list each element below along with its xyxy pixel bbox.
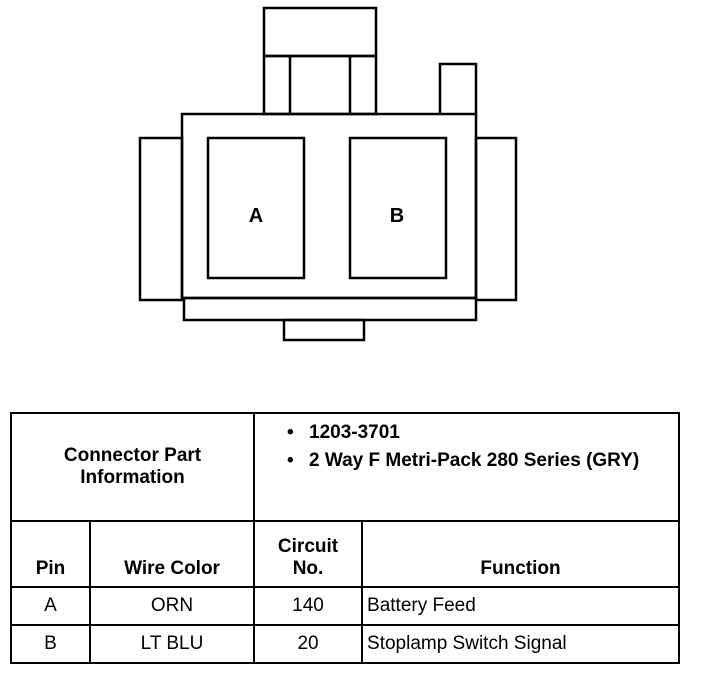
table-row: B LT BLU 20 Stoplamp Switch Signal [10,624,681,664]
row-a-wire-color: ORN [88,586,256,626]
connector-ear-right [474,136,518,302]
header-circuit-no-text: Circuit No. [277,536,339,579]
part-number: 1203-3701 [287,422,674,444]
table-row: A ORN 140 Battery Feed [10,586,681,626]
connector-latch-stem [262,54,378,116]
part-info-list: 1203-3701 2 Way F Metri-Pack 280 Series … [259,414,674,484]
connector-info-table: Connector Part Information 1203-3701 2 W… [9,412,681,664]
row-b-function: Stoplamp Switch Signal [361,624,681,664]
row-a-function: Battery Feed [361,586,681,626]
header-circuit-no: Circuit No. [253,520,364,588]
pin-label-a: A [249,205,263,227]
row-b-pin: B [10,624,91,664]
connector-key [438,62,478,114]
header-function: Function [361,520,681,588]
pin-cavity-b [348,136,448,280]
row-a-circuit: 140 [253,586,364,626]
part-info-details: 1203-3701 2 Way F Metri-Pack 280 Series … [253,412,681,522]
part-info-label: Connector Part Information [9,412,256,522]
connector-tab-bottom [282,318,366,342]
pin-label-b: B [390,205,404,227]
connector-ear-left [138,136,184,302]
header-row: Pin Wire Color Circuit No. Function [10,520,681,588]
part-description: 2 Way F Metri-Pack 280 Series (GRY) [287,450,674,472]
header-pin: Pin [10,520,91,588]
row-b-circuit: 20 [253,624,364,664]
connector-diagram: A B [138,6,518,342]
connector-base [182,296,478,322]
row-b-wire-color: LT BLU [88,624,256,664]
header-wire-color: Wire Color [88,520,256,588]
pin-cavity-a [206,136,306,280]
row-a-pin: A [10,586,91,626]
connector-latch-top [262,6,378,58]
part-info-row: Connector Part Information 1203-3701 2 W… [9,412,681,522]
connector-body [180,112,478,300]
